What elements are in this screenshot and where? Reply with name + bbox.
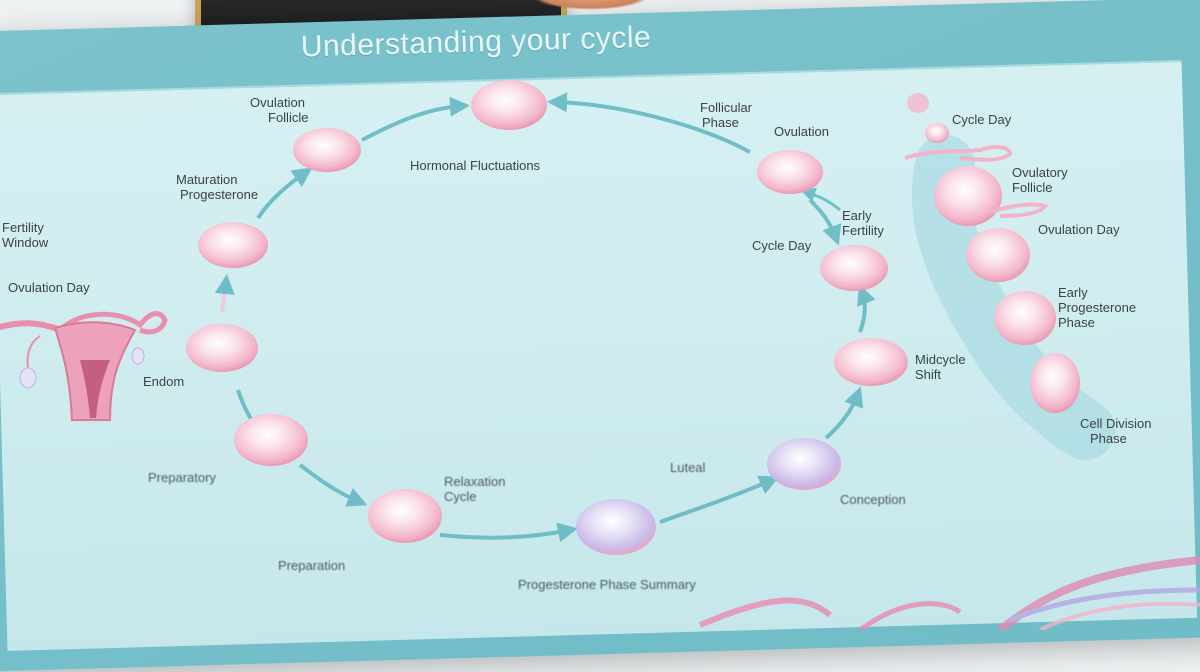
- cell-icon: [757, 150, 823, 194]
- arrow-icon: [298, 463, 368, 507]
- label-hormonal-fluctuations: Hormonal Fluctuations: [410, 158, 541, 173]
- label-side-ovulation-day: Ovulation Day: [1038, 222, 1120, 237]
- cell-icon: [576, 499, 656, 555]
- cell-icon: [767, 438, 841, 490]
- side-strand: [904, 93, 1115, 460]
- label-conception: Conception: [840, 492, 906, 507]
- label-bottom-center: Progesterone Phase Summary: [518, 577, 696, 592]
- cell-icon: [293, 128, 361, 172]
- label-endom: Endom: [143, 374, 185, 389]
- label-ovulation-right: Ovulation: [774, 124, 829, 139]
- arrow-icon: [800, 187, 841, 212]
- arrow-icon: [808, 198, 842, 246]
- arrow-icon: [256, 167, 313, 220]
- label-cycle-day-mid: Cycle Day: [752, 238, 812, 253]
- arrow-icon: [361, 96, 470, 142]
- arrow-icon: [857, 284, 876, 333]
- cell-icon: [820, 245, 888, 291]
- cell-icon: [471, 80, 547, 130]
- cell-icon: [234, 414, 308, 466]
- label-side-cycle-day: Cycle Day: [952, 112, 1012, 127]
- cell-icon: [834, 338, 908, 386]
- cell-icon: [186, 324, 258, 372]
- bottom-ribbons: [698, 556, 1200, 630]
- cycle-arrows: [214, 92, 876, 543]
- cycle-diagram: [0, 80, 1200, 630]
- cell-icon: [198, 222, 268, 268]
- cell-icon: [368, 489, 442, 543]
- arrow-icon: [214, 274, 235, 313]
- arrow-icon: [439, 522, 578, 543]
- arrow-icon: [659, 475, 780, 524]
- arrow-icon: [824, 386, 864, 440]
- label-luteal: Luteal: [670, 460, 706, 475]
- label-preparatory: Preparatory: [148, 470, 216, 485]
- cycle-cells: [186, 80, 908, 555]
- label-ovulation-day-left: Ovulation Day: [8, 280, 90, 295]
- arrow-icon: [547, 92, 751, 154]
- label-preparation: Preparation: [278, 558, 346, 573]
- uterus-icon: [0, 311, 168, 421]
